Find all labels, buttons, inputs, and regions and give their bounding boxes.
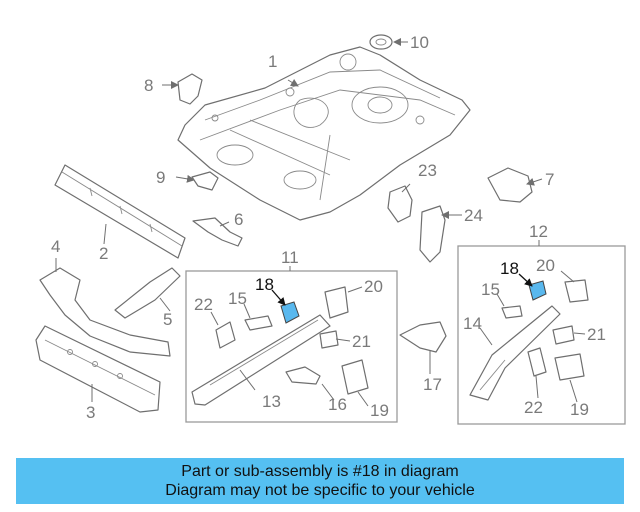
callout-17: 17 [423,375,442,394]
callout-7: 7 [545,170,554,189]
reinforcement-part [192,217,243,247]
highlighted-part-18-a[interactable] [280,301,300,324]
bracket-24-part [419,205,446,263]
banner-line-1: Part or sub-assembly is #18 in diagram [181,463,459,480]
callout-9: 9 [156,168,165,187]
assembly-box-11 [185,270,398,423]
callout-1: 1 [268,52,277,71]
cross-member-part [54,164,186,259]
floor-pan [177,46,471,221]
callout-15-a: 15 [228,289,247,308]
callout-23: 23 [418,161,437,180]
plug-part [369,34,393,50]
box-11-parts [191,286,369,406]
callout-13: 13 [262,392,281,411]
callout-22-a: 22 [194,295,213,314]
assembly-box-12 [457,245,626,425]
small-bracket-part [191,171,219,191]
callout-19-b: 19 [570,400,589,419]
sill-part [39,267,171,357]
callout-15-b: 15 [481,280,500,299]
callout-16: 16 [328,395,347,414]
callout-18-a: 18 [255,275,274,294]
rear-side-member-part [35,325,161,413]
info-banner: Part or sub-assembly is #18 in diagram D… [16,458,624,504]
leader-lines [55,38,586,407]
callout-21-a: 21 [352,332,371,351]
callout-10: 10 [410,33,429,52]
callout-21-b: 21 [587,325,606,344]
highlighted-part-18-b[interactable] [528,280,547,301]
callout-2: 2 [99,244,108,263]
callout-14: 14 [463,314,482,333]
parts-diagram: 1 10 8 9 2 6 4 5 3 23 24 7 17 11 12 13 1… [35,33,626,425]
bracket-23-part [387,185,413,223]
callout-8: 8 [144,76,153,95]
callout-19-a: 19 [370,401,389,420]
callout-3: 3 [86,403,95,422]
member-part [114,267,181,319]
callout-12: 12 [529,222,548,241]
banner-line-2: Diagram may not be specific to your vehi… [165,482,475,499]
callout-20-b: 20 [536,256,555,275]
bracket-17-part [399,321,447,353]
callout-5: 5 [163,310,172,329]
box-12-parts [469,279,589,401]
callout-24: 24 [464,206,483,225]
callout-22-b: 22 [524,398,543,417]
callout-20-a: 20 [364,277,383,296]
bracket-part [177,73,203,105]
callout-labels: 1 10 8 9 2 6 4 5 3 23 24 7 17 11 12 13 1… [51,33,606,422]
callout-4: 4 [51,237,60,256]
callout-6: 6 [234,210,243,229]
bracket-7-part [487,167,533,203]
callout-11: 11 [281,248,299,267]
callout-18-b: 18 [500,259,519,278]
